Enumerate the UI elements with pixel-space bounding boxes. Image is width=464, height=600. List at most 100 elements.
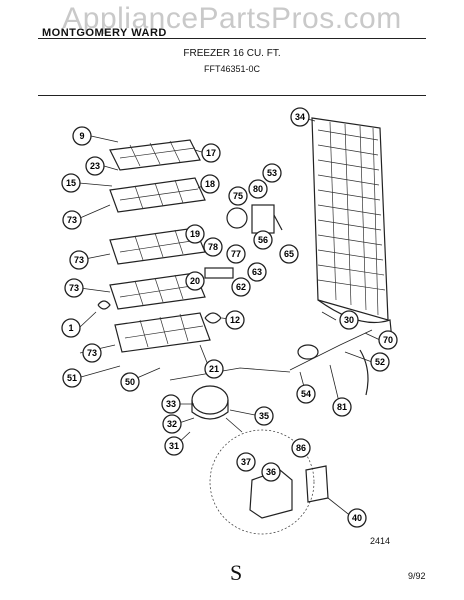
svg-text:80: 80 xyxy=(253,184,263,194)
svg-text:30: 30 xyxy=(344,315,354,325)
svg-text:23: 23 xyxy=(90,161,100,171)
callout-75: 75 xyxy=(228,186,248,206)
drawing-number: 2414 xyxy=(370,536,391,546)
callout-35: 35 xyxy=(254,406,274,426)
svg-text:77: 77 xyxy=(231,249,241,259)
callout-73: 73 xyxy=(69,250,89,270)
shelf-4 xyxy=(109,272,206,310)
callout-86: 86 xyxy=(291,438,311,458)
svg-text:75: 75 xyxy=(233,191,243,201)
svg-text:32: 32 xyxy=(167,419,177,429)
callout-73: 73 xyxy=(64,278,84,298)
callout-37: 37 xyxy=(236,452,256,472)
callout-62: 62 xyxy=(231,277,251,297)
callout-12: 12 xyxy=(225,310,245,330)
callout-23: 23 xyxy=(85,156,105,176)
callout-81: 81 xyxy=(332,397,352,417)
svg-text:20: 20 xyxy=(190,276,200,286)
callout-19: 19 xyxy=(185,224,205,244)
svg-text:17: 17 xyxy=(206,148,216,158)
callout-33: 33 xyxy=(161,394,181,414)
svg-text:18: 18 xyxy=(205,179,215,189)
section-rule xyxy=(38,95,426,96)
callout-54: 54 xyxy=(296,384,316,404)
svg-text:56: 56 xyxy=(258,235,268,245)
svg-text:1: 1 xyxy=(68,323,73,333)
callout-34: 34 xyxy=(290,107,310,127)
callout-52: 52 xyxy=(370,352,390,372)
tubing xyxy=(359,349,369,396)
svg-text:54: 54 xyxy=(301,389,311,399)
svg-text:34: 34 xyxy=(295,112,305,122)
svg-text:53: 53 xyxy=(267,168,277,178)
condenser-fan-motor xyxy=(289,329,373,371)
condenser-coil xyxy=(311,117,393,341)
callout-labels: 9 23 17 15 18 73 75 80 53 34 19 77 56 78… xyxy=(61,107,398,528)
callout-51: 51 xyxy=(62,368,82,388)
compressor xyxy=(191,385,229,420)
callout-32: 32 xyxy=(162,414,182,434)
diagram-title: FREEZER 16 CU. FT. xyxy=(183,48,281,59)
callout-36: 36 xyxy=(261,462,281,482)
callout-30: 30 xyxy=(339,310,359,330)
svg-text:9: 9 xyxy=(79,131,84,141)
callout-73: 73 xyxy=(62,210,82,230)
watermark-text: AppliancePartsPros.com xyxy=(62,2,402,35)
svg-text:81: 81 xyxy=(337,402,347,412)
callout-63: 63 xyxy=(247,262,267,282)
callout-53: 53 xyxy=(262,163,282,183)
callout-78: 78 xyxy=(203,237,223,257)
svg-text:15: 15 xyxy=(66,178,76,188)
drain-tube xyxy=(169,367,291,381)
svg-text:50: 50 xyxy=(125,377,135,387)
svg-text:62: 62 xyxy=(236,282,246,292)
model-number: FFT46351-0C xyxy=(203,64,261,74)
callout-56: 56 xyxy=(253,230,273,250)
shelf-1 xyxy=(109,139,201,171)
svg-text:12: 12 xyxy=(230,315,240,325)
callout-9: 9 xyxy=(72,126,92,146)
svg-text:21: 21 xyxy=(209,364,219,374)
vent-grille xyxy=(204,267,234,279)
svg-text:35: 35 xyxy=(259,411,269,421)
callout-18: 18 xyxy=(200,174,220,194)
shelf-2 xyxy=(109,177,206,213)
shelf-5 xyxy=(114,312,211,353)
callout-73: 73 xyxy=(82,343,102,363)
svg-text:19: 19 xyxy=(190,229,200,239)
callout-20: 20 xyxy=(185,271,205,291)
callout-40: 40 xyxy=(347,508,367,528)
svg-text:52: 52 xyxy=(375,357,385,367)
svg-text:31: 31 xyxy=(169,441,179,451)
callout-70: 70 xyxy=(378,330,398,350)
latch-part xyxy=(97,300,111,310)
light-socket xyxy=(204,312,222,324)
revision-mark: S xyxy=(230,560,243,585)
callout-31: 31 xyxy=(164,436,184,456)
svg-text:86: 86 xyxy=(296,443,306,453)
svg-text:73: 73 xyxy=(87,348,97,358)
svg-text:37: 37 xyxy=(241,457,251,467)
svg-text:33: 33 xyxy=(166,399,176,409)
thermostat-assembly xyxy=(226,204,283,234)
header-rule xyxy=(38,38,426,39)
svg-text:70: 70 xyxy=(383,335,393,345)
svg-text:36: 36 xyxy=(266,467,276,477)
brand-label: MONTGOMERY WARD xyxy=(42,27,167,39)
callout-21: 21 xyxy=(204,359,224,379)
callout-1: 1 xyxy=(61,318,81,338)
svg-text:40: 40 xyxy=(352,513,362,523)
svg-text:73: 73 xyxy=(67,215,77,225)
callout-80: 80 xyxy=(248,179,268,199)
callout-15: 15 xyxy=(61,173,81,193)
svg-text:73: 73 xyxy=(74,255,84,265)
revision-date: 9/92 xyxy=(408,571,426,581)
svg-text:63: 63 xyxy=(252,267,262,277)
callout-65: 65 xyxy=(279,244,299,264)
svg-text:51: 51 xyxy=(67,373,77,383)
svg-text:65: 65 xyxy=(284,249,294,259)
callout-17: 17 xyxy=(201,143,221,163)
svg-text:73: 73 xyxy=(69,283,79,293)
callout-77: 77 xyxy=(226,244,246,264)
